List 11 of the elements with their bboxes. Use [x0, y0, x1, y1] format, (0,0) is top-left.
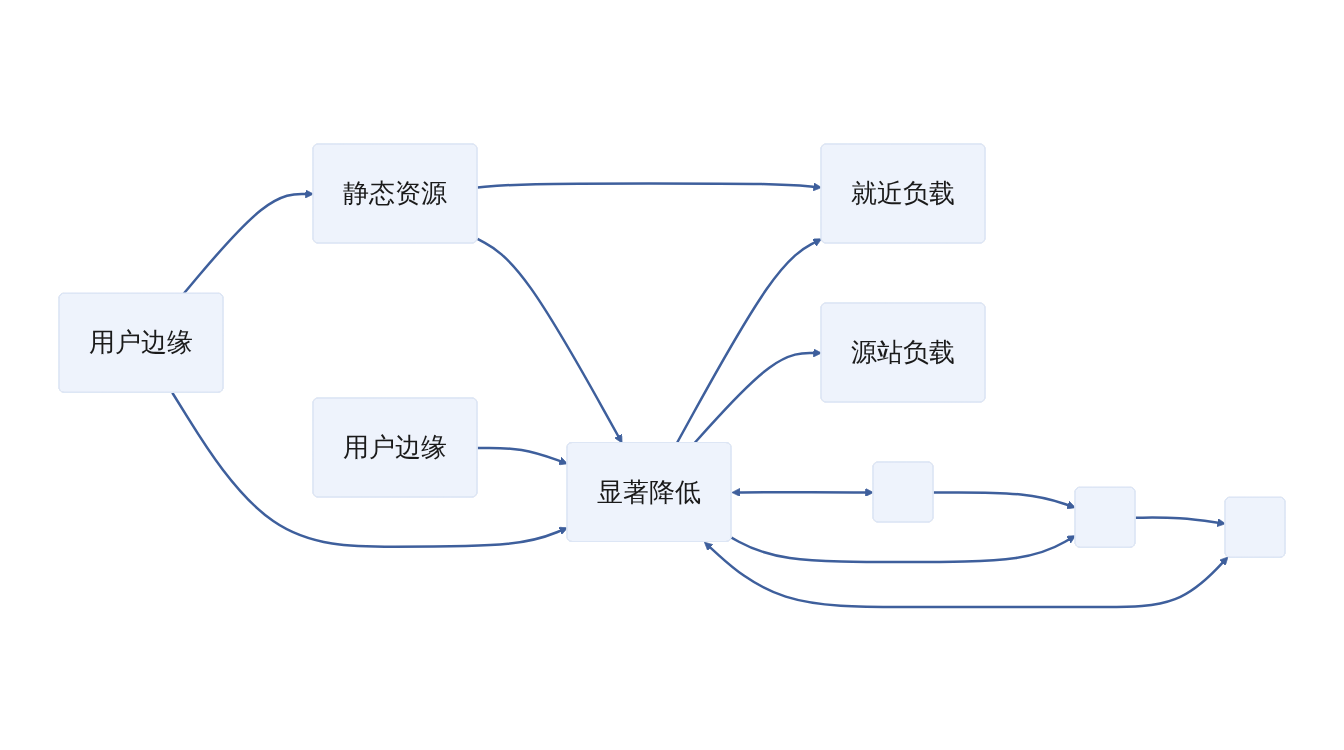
arrow [477, 181, 822, 191]
arrow [693, 348, 822, 444]
arrow [704, 541, 1229, 608]
arrow [675, 237, 822, 444]
arrow [171, 391, 568, 548]
arrow [730, 534, 1076, 563]
arrow [476, 237, 623, 443]
arrow [477, 446, 568, 465]
arrow [1135, 515, 1226, 527]
arrow [933, 490, 1076, 509]
arrow [731, 487, 874, 497]
